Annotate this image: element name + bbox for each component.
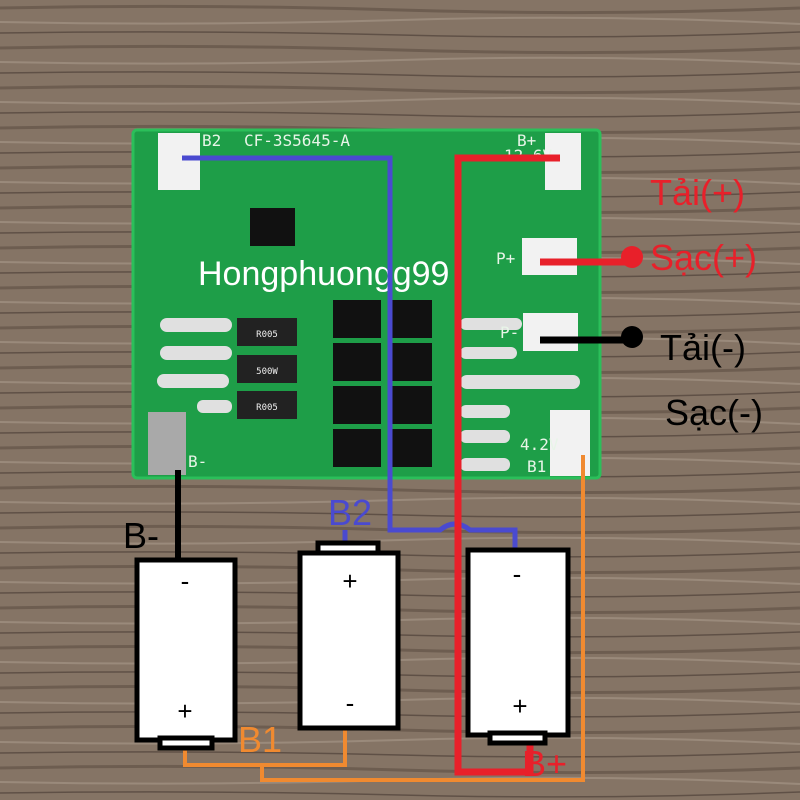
mosfets [333, 300, 432, 467]
wire-b2 [182, 155, 518, 548]
silk-bminus: B- [188, 452, 207, 471]
label-wire-bplus: B+ [522, 743, 567, 784]
wires [175, 154, 632, 782]
label-load-plus: Tải(+) [650, 172, 745, 213]
battery-1-terminal-bottom: + [177, 696, 192, 726]
silk-b1: B1 [527, 457, 546, 476]
label-charge-plus: Sạc(+) [650, 237, 757, 278]
battery-2-terminal-top: + [342, 566, 357, 596]
battery-1-terminal-top: - [181, 566, 190, 596]
battery-2-terminal-bottom: - [346, 688, 355, 718]
pplus-terminal-dot [621, 246, 643, 268]
label-wire-b1: B1 [238, 719, 282, 760]
resistor-mark: 500W [256, 367, 278, 377]
battery-1 [134, 557, 238, 751]
shunt-resistors: R005 500W R005 [237, 318, 297, 419]
resistor-mark: R005 [256, 403, 278, 413]
silk-pminus: P- [500, 323, 519, 342]
silk-pplus: P+ [496, 249, 515, 268]
label-wire-bminus: B- [123, 515, 159, 556]
wire-b1-out [260, 455, 585, 782]
battery-3-terminal-bottom: + [512, 691, 527, 721]
battery-3-terminal-top: - [513, 559, 522, 589]
pad-pminus [523, 313, 578, 351]
wire-b1-link [183, 728, 347, 767]
contact-strips [157, 318, 580, 471]
pad-pplus [522, 238, 577, 275]
battery-2 [297, 540, 401, 731]
ic-chip [250, 208, 295, 246]
silk-b2: B2 [202, 131, 221, 150]
pad-bminus [148, 412, 186, 475]
watermark: Hongphuongg99 [198, 255, 449, 293]
label-wire-b2: B2 [328, 492, 372, 533]
silk-voltage-cell: 4.2V [520, 435, 559, 454]
battery-3 [465, 547, 571, 746]
silk-bplus: B+ [517, 131, 536, 150]
pminus-terminal-dot [621, 326, 643, 348]
wire-bplus [454, 154, 560, 776]
bms-board: R005 500W R005 B2 CF-3S5645-A B+ 12.6V P… [131, 128, 602, 480]
label-charge-minus: Sạc(-) [665, 392, 763, 433]
pad-b2 [158, 133, 200, 190]
label-load-minus: Tải(-) [660, 327, 746, 368]
resistor-mark: R005 [256, 330, 278, 340]
board-model: CF-3S5645-A [244, 131, 350, 150]
batteries [134, 540, 571, 751]
